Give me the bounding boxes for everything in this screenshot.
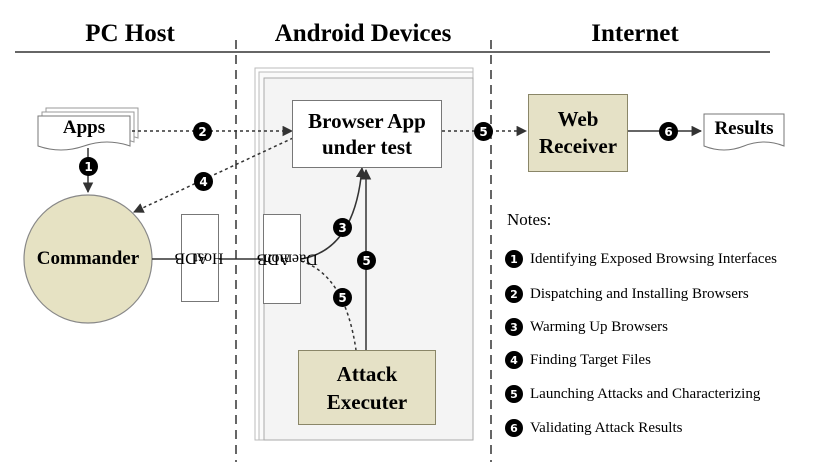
adb-host-label-line2: Host xyxy=(193,249,224,267)
note-item: 1 Identifying Exposed Browsing Interface… xyxy=(505,250,777,268)
step-badge-4: 4 xyxy=(194,172,213,191)
note-text: Dispatching and Installing Browsers xyxy=(530,285,749,302)
note-text: Finding Target Files xyxy=(530,351,651,368)
header-android-devices: Android Devices xyxy=(274,20,452,47)
header-internet: Internet xyxy=(591,20,679,47)
note-number-badge: 3 xyxy=(505,318,523,336)
step-badge-2: 2 xyxy=(193,122,212,141)
note-number-badge: 2 xyxy=(505,285,523,303)
note-item: 2 Dispatching and Installing Browsers xyxy=(505,285,749,303)
web-receiver-label-line2: Receiver xyxy=(538,134,618,158)
header-pc-host: PC Host xyxy=(85,20,175,47)
web-receiver-box: Web Receiver xyxy=(528,94,628,172)
note-number-badge: 4 xyxy=(505,351,523,369)
note-text: Warming Up Browsers xyxy=(530,318,668,335)
note-text: Validating Attack Results xyxy=(530,419,683,436)
apps-document-shape xyxy=(37,107,139,151)
browser-app-label-line2: under test xyxy=(321,135,413,159)
step-badge-5-executer: 5 xyxy=(357,251,376,270)
note-item: 6 Validating Attack Results xyxy=(505,419,682,437)
note-text: Identifying Exposed Browsing Interfaces xyxy=(530,250,778,267)
step-badge-6: 6 xyxy=(659,122,678,141)
apps-label: Apps xyxy=(62,117,106,138)
browser-app-box: Browser App under test xyxy=(292,100,442,168)
note-number-badge: 5 xyxy=(505,385,523,403)
results-label: Results xyxy=(714,118,774,139)
note-number-badge: 6 xyxy=(505,419,523,437)
commander-label: Commander xyxy=(36,248,140,269)
note-item: 5 Launching Attacks and Characterizing xyxy=(505,385,760,403)
step-badge-5-internet: 5 xyxy=(474,122,493,141)
results-document-shape xyxy=(703,113,785,151)
notes-title: Notes: xyxy=(507,210,552,229)
step-badge-5-daemon: 5 xyxy=(333,288,352,307)
note-text: Launching Attacks and Characterizing xyxy=(530,385,761,402)
step-badge-3: 3 xyxy=(333,218,352,237)
web-receiver-label-line1: Web xyxy=(557,107,599,131)
note-number-badge: 1 xyxy=(505,250,523,268)
note-item: 3 Warming Up Browsers xyxy=(505,318,668,336)
arrow-browser-to-commander xyxy=(133,137,294,213)
attack-executer-label-line2: Executer xyxy=(326,389,408,414)
note-item: 4 Finding Target Files xyxy=(505,351,651,369)
step-badge-1: 1 xyxy=(79,157,98,176)
adb-daemon-label-line2: Daemon xyxy=(263,250,318,268)
attack-executer-label-line1: Attack xyxy=(336,361,398,386)
attack-executer-box: Attack Executer xyxy=(298,350,436,425)
browser-app-label-line1: Browser App xyxy=(308,109,426,133)
